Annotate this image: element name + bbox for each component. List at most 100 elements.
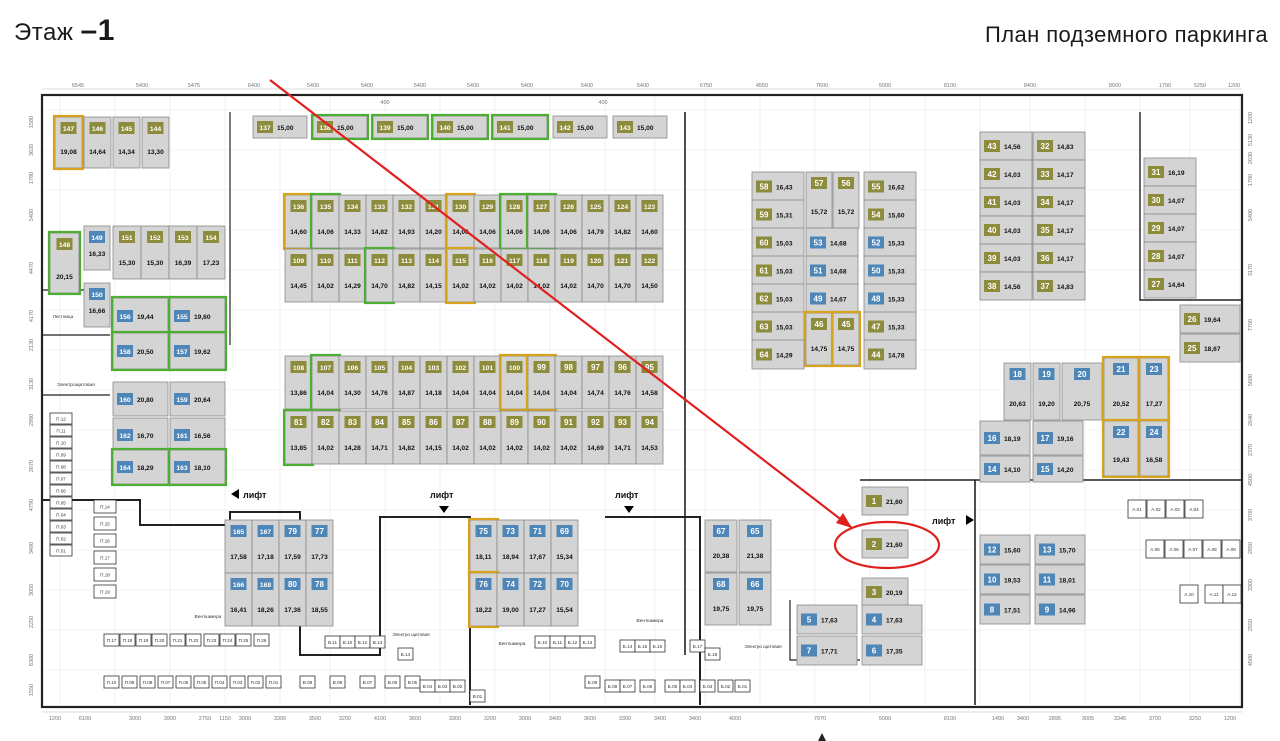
parking-spot-32[interactable]: 3214,83 (1032, 131, 1086, 161)
parking-spot-89[interactable]: 8914,02 (500, 410, 529, 465)
parking-spot-71[interactable]: 7117,67 (523, 519, 552, 574)
parking-spot-73[interactable]: 7318,94 (496, 519, 525, 574)
parking-spot-40[interactable]: 4014,03 (979, 215, 1033, 245)
parking-spot-103[interactable]: 10314,18 (419, 355, 448, 410)
parking-spot-96[interactable]: 9614,76 (608, 355, 637, 410)
parking-spot-146[interactable]: 14614,64 (83, 116, 112, 169)
parking-spot-37[interactable]: 3714,83 (1032, 271, 1086, 301)
parking-spot-41[interactable]: 4114,03 (979, 187, 1033, 217)
parking-spot-65[interactable]: 6521,38 (738, 519, 772, 573)
parking-spot-1[interactable]: 121,60 (861, 486, 909, 516)
parking-spot-64[interactable]: 6414,29 (751, 339, 805, 370)
parking-spot-166[interactable]: 16616,41 (224, 572, 253, 627)
parking-spot-110[interactable]: 11014,02 (311, 248, 340, 303)
parking-spot-129[interactable]: 12914,06 (473, 194, 502, 249)
parking-spot-39[interactable]: 3914,03 (979, 243, 1033, 273)
parking-spot-130[interactable]: 13014,06 (444, 192, 477, 251)
parking-spot-91[interactable]: 9114,02 (554, 410, 583, 465)
parking-spot-13[interactable]: 1315,70 (1034, 534, 1086, 565)
parking-spot-138[interactable]: 13815,00 (310, 113, 370, 141)
parking-spot-25[interactable]: 2518,67 (1179, 333, 1241, 363)
parking-spot-72[interactable]: 7217,27 (523, 572, 552, 627)
parking-spot-3[interactable]: 320,19 (861, 577, 909, 607)
parking-spot-62[interactable]: 6215,03 (751, 283, 805, 314)
parking-spot-159[interactable]: 15920,64 (169, 381, 226, 417)
parking-spot-28[interactable]: 2814,07 (1143, 241, 1197, 271)
parking-spot-20[interactable]: 2020,75 (1061, 362, 1103, 421)
parking-spot-139[interactable]: 13915,00 (370, 113, 430, 141)
parking-spot-53[interactable]: 5314,68 (805, 227, 859, 258)
parking-spot-68[interactable]: 6819,75 (704, 572, 738, 626)
parking-spot-98[interactable]: 9814,04 (554, 355, 583, 410)
parking-spot-61[interactable]: 6115,03 (751, 255, 805, 286)
parking-spot-63[interactable]: 6315,03 (751, 311, 805, 342)
parking-spot-105[interactable]: 10514,76 (365, 355, 394, 410)
parking-spot-27[interactable]: 2714,64 (1143, 269, 1197, 299)
parking-spot-135[interactable]: 13514,06 (309, 192, 342, 251)
parking-spot-149[interactable]: 14916,33 (83, 225, 111, 271)
parking-spot-29[interactable]: 2914,07 (1143, 213, 1197, 243)
parking-spot-154[interactable]: 15417,23 (196, 225, 226, 280)
parking-spot-141[interactable]: 14115,00 (490, 113, 550, 141)
parking-spot-10[interactable]: 1019,53 (979, 564, 1031, 595)
parking-spot-167[interactable]: 16717,18 (251, 519, 280, 574)
parking-spot-16[interactable]: 1618,19 (979, 420, 1031, 456)
parking-spot-108[interactable]: 10813,86 (284, 355, 313, 410)
parking-spot-82[interactable]: 8214,02 (311, 410, 340, 465)
parking-spot-11[interactable]: 1118,01 (1034, 564, 1086, 595)
parking-spot-21[interactable]: 2120,52 (1101, 355, 1141, 423)
parking-spot-38[interactable]: 3814,56 (979, 271, 1033, 301)
parking-spot-49[interactable]: 4914,67 (805, 283, 859, 314)
parking-spot-148[interactable]: 14820,15 (47, 230, 82, 296)
parking-spot-77[interactable]: 7717,73 (305, 519, 334, 574)
parking-spot-153[interactable]: 15316,39 (168, 225, 198, 280)
parking-spot-140[interactable]: 14015,00 (430, 113, 490, 141)
parking-spot-93[interactable]: 9314,71 (608, 410, 637, 465)
parking-spot-134[interactable]: 13414,33 (338, 194, 367, 249)
parking-spot-136[interactable]: 13614,60 (282, 192, 315, 251)
parking-spot-94[interactable]: 9414,53 (635, 410, 664, 465)
parking-spot-165[interactable]: 16517,58 (224, 519, 253, 574)
parking-spot-18[interactable]: 1820,63 (1003, 362, 1032, 421)
parking-spot-23[interactable]: 2317,27 (1137, 355, 1171, 423)
parking-spot-164[interactable]: 16418,29 (110, 447, 171, 487)
parking-spot-151[interactable]: 15115,30 (112, 225, 142, 280)
parking-spot-78[interactable]: 7818,55 (305, 572, 334, 627)
parking-spot-33[interactable]: 3314,17 (1032, 159, 1086, 189)
parking-spot-161[interactable]: 16116,56 (169, 417, 226, 453)
parking-spot-131[interactable]: 13114,20 (419, 194, 448, 249)
parking-spot-36[interactable]: 3614,17 (1032, 243, 1086, 273)
parking-spot-142[interactable]: 14215,00 (552, 115, 608, 139)
parking-spot-87[interactable]: 8714,02 (446, 410, 475, 465)
parking-spot-60[interactable]: 6015,03 (751, 227, 805, 258)
parking-spot-74[interactable]: 7419,00 (496, 572, 525, 627)
parking-spot-119[interactable]: 11914,02 (554, 248, 583, 303)
parking-spot-44[interactable]: 4414,78 (863, 339, 917, 370)
parking-spot-147[interactable]: 14719,08 (52, 114, 85, 171)
parking-spot-6[interactable]: 617,35 (861, 635, 923, 666)
parking-spot-155[interactable]: 15519,60 (167, 295, 228, 337)
parking-spot-133[interactable]: 13314,82 (365, 194, 394, 249)
parking-spot-145[interactable]: 14514,34 (112, 116, 141, 169)
parking-spot-125[interactable]: 12514,79 (581, 194, 610, 249)
parking-spot-88[interactable]: 8814,02 (473, 410, 502, 465)
parking-spot-54[interactable]: 5415,60 (863, 199, 917, 230)
parking-spot-48[interactable]: 4815,33 (863, 283, 917, 314)
parking-spot-50[interactable]: 5015,33 (863, 255, 917, 286)
parking-spot-113[interactable]: 11314,82 (392, 248, 421, 303)
parking-spot-156[interactable]: 15619,44 (110, 295, 171, 337)
parking-spot-163[interactable]: 16318,10 (167, 447, 228, 487)
parking-spot-12[interactable]: 1215,60 (979, 534, 1031, 565)
parking-spot-45[interactable]: 4514,75 (830, 310, 862, 368)
parking-spot-107[interactable]: 10714,04 (309, 353, 342, 412)
parking-spot-42[interactable]: 4214,03 (979, 159, 1033, 189)
parking-spot-128[interactable]: 12814,06 (498, 192, 531, 251)
parking-spot-83[interactable]: 8314,28 (338, 410, 367, 465)
parking-spot-104[interactable]: 10414,87 (392, 355, 421, 410)
parking-spot-17[interactable]: 1719,16 (1032, 420, 1084, 456)
parking-spot-4[interactable]: 417,63 (861, 604, 923, 635)
parking-spot-5[interactable]: 517,63 (796, 604, 858, 635)
parking-spot-8[interactable]: 817,51 (979, 594, 1031, 625)
parking-spot-79[interactable]: 7917,59 (278, 519, 307, 574)
parking-spot-115[interactable]: 11514,02 (444, 246, 477, 305)
